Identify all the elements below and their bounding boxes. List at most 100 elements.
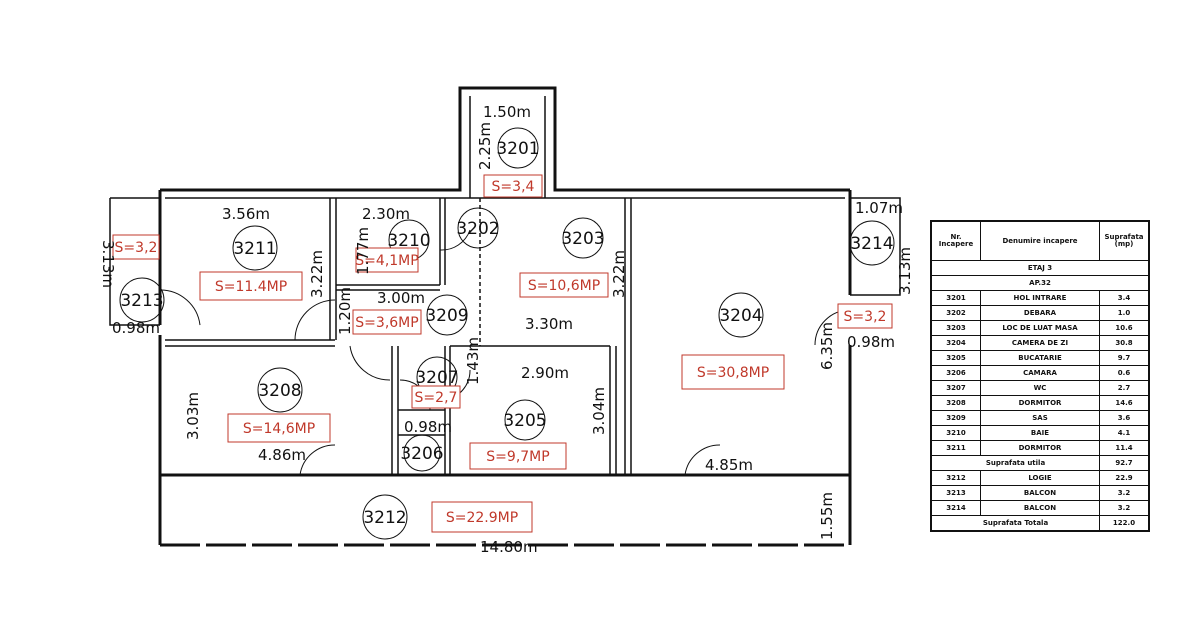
legend-cell-name: DORMITOR [980,395,1100,411]
legend-cell-nr: 3208 [931,395,981,411]
dim-label: 0.98m [847,333,895,351]
legend-cell-name: CAMERA DE ZI [980,335,1100,351]
legend-cell-name: BALCON [980,485,1100,501]
legend-cell-area: 3.2 [1099,485,1149,501]
legend-header-area: Suprafata (mp) [1099,221,1149,261]
legend-cell-nr: 3209 [931,410,981,426]
dim-label: 3.22m [308,250,326,298]
legend-cell-name: LOC DE LUAT MASA [980,320,1100,336]
dim-label: 4.85m [705,456,753,474]
legend-cell-nr: 3214 [931,500,981,516]
room-legend-table: Nr. Incapere Denumire incapere Suprafata… [930,220,1150,532]
legend-cell-name: SAS [980,410,1100,426]
dim-label: 3.30m [525,315,573,333]
legend-useful-value: 92.7 [1099,455,1149,471]
legend-cell-name: BALCON [980,500,1100,516]
legend-cell-name: HOL INTRARE [980,290,1100,306]
room-id-3205: 3205 [503,411,546,431]
area-3204: S=30,8MP [697,365,769,381]
dim-label: 1.50m [483,103,531,121]
legend-cell-nr: 3206 [931,365,981,381]
room-id-3203: 3203 [561,229,604,249]
dim-label: 3.22m [610,250,628,298]
legend-cell-nr: 3207 [931,380,981,396]
legend-cell-name: BUCATARIE [980,350,1100,366]
legend-header-nr: Nr. Incapere [931,221,981,261]
legend-cell-area: 2.7 [1099,380,1149,396]
area-3213: S=3,2 [115,240,158,256]
area-3201: S=3,4 [492,179,535,195]
dim-label: 0.98m [112,319,160,337]
legend-floor: ETAJ 3 [931,260,1149,276]
dim-label: 1.07m [855,199,903,217]
legend-cell-name: DORMITOR [980,440,1100,456]
dim-label: 1.20m [336,287,354,335]
area-3208: S=14,6MP [243,421,315,437]
legend-cell-nr: 3202 [931,305,981,321]
dim-label: 1.43m [464,337,482,385]
dimension-labels: 1.50m 2.25m 3.56m 2.30m 1.77m 3.22m 3.22… [99,103,914,556]
room-id-3204: 3204 [719,306,762,326]
dim-label: 3.03m [184,392,202,440]
area-3210: S=4,1MP [355,253,418,269]
legend-total-label: Suprafata Totala [931,515,1100,531]
legend-apartment: AP.32 [931,275,1149,291]
room-labels: 3201 3202 3203 3204 3205 3206 3207 3208 … [119,127,895,540]
legend-cell-area: 4.1 [1099,425,1149,441]
area-3205: S=9,7MP [486,449,549,465]
floor-plan: 3201 3202 3203 3204 3205 3206 3207 3208 … [99,86,914,556]
dim-label: 1.55m [818,492,836,540]
room-id-3201: 3201 [496,139,539,159]
legend-cell-name: LOGIE [980,470,1100,486]
dim-label: 3.13m [99,240,117,288]
legend-cell-nr: 3204 [931,335,981,351]
room-id-3211: 3211 [233,239,276,259]
walls [109,86,901,547]
legend-cell-area: 3.2 [1099,500,1149,516]
dim-label: 6.35m [818,322,836,370]
area-3212: S=22.9MP [446,510,518,526]
area-3209: S=3,6MP [355,315,418,331]
legend-cell-name: WC [980,380,1100,396]
dim-label: 3.13m [896,247,914,295]
legend-cell-nr: 3203 [931,320,981,336]
legend-cell-area: 3.4 [1099,290,1149,306]
legend-cell-nr: 3211 [931,440,981,456]
room-id-3208: 3208 [258,381,301,401]
legend-cell-area: 1.0 [1099,305,1149,321]
area-labels: S=3,4 S=10,6MP S=30,8MP S=9,7MP S=2,7 S=… [112,174,893,533]
room-id-3206: 3206 [400,444,443,464]
legend-cell-area: 14.6 [1099,395,1149,411]
legend-cell-nr: 3205 [931,350,981,366]
room-id-3210: 3210 [387,231,430,251]
legend-useful-label: Suprafata utila [931,455,1100,471]
room-id-3213: 3213 [120,291,163,311]
legend-cell-nr: 3212 [931,470,981,486]
dim-label: 2.90m [521,364,569,382]
legend-cell-area: 30.8 [1099,335,1149,351]
dim-label: 3.00m [377,289,425,307]
dim-label: 14.80m [480,538,538,556]
legend-total-value: 122.0 [1099,515,1149,531]
area-3203: S=10,6MP [528,278,600,294]
legend-header-name: Denumire incapere [980,221,1100,261]
room-id-3209: 3209 [425,306,468,326]
legend-cell-area: 11.4 [1099,440,1149,456]
legend-cell-name: DEBARA [980,305,1100,321]
legend-cell-area: 22.9 [1099,470,1149,486]
dim-label: 2.30m [362,205,410,223]
dim-label: 0.98m [404,418,452,436]
